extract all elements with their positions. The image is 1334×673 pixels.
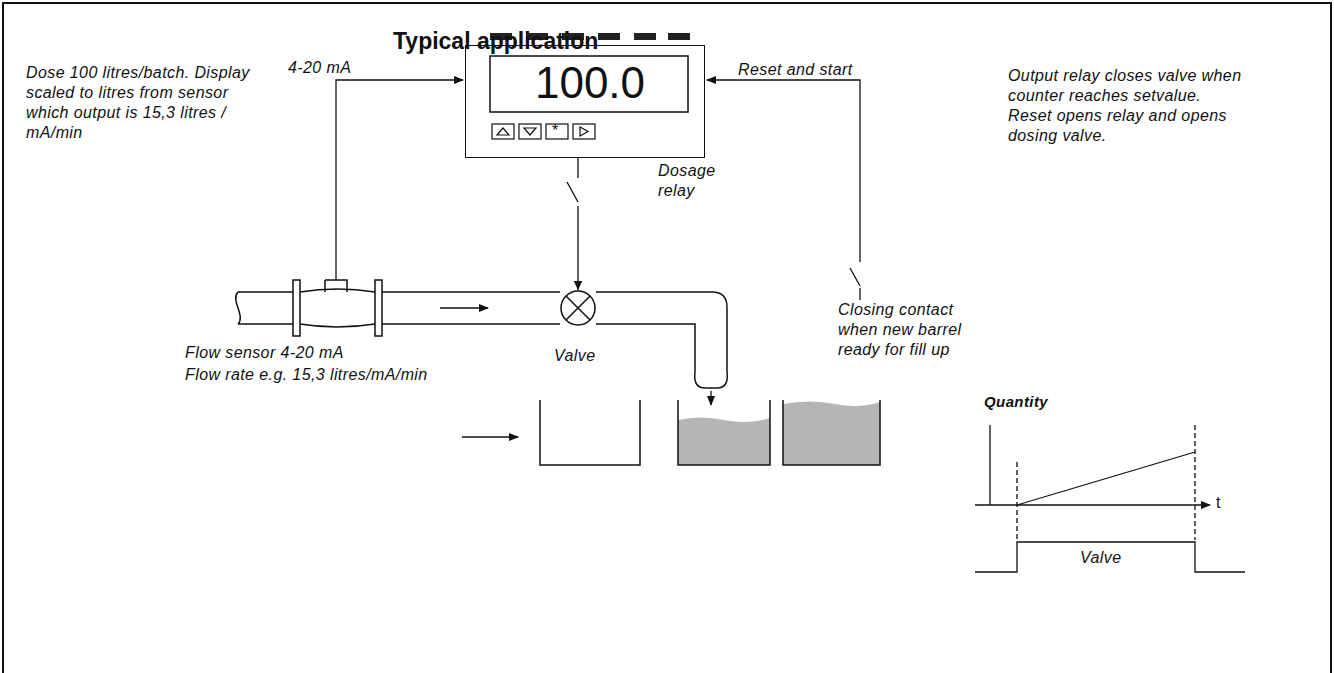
valve-label: Valve bbox=[554, 346, 595, 366]
display-reading: 100.0 bbox=[491, 57, 689, 109]
note-text: Dose 100 litres/batch. Display scaled to… bbox=[26, 63, 271, 143]
button-symbol: * bbox=[552, 121, 558, 141]
signal-name: 4-20 mA bbox=[288, 58, 351, 78]
conveyor-arrow bbox=[462, 436, 518, 437]
diagram-title: Typical application bbox=[393, 27, 598, 55]
reset-contact bbox=[850, 268, 860, 300]
valve-symbol: Valve bbox=[560, 290, 596, 326]
contact-note: Closing contact when new barrel ready fo… bbox=[838, 300, 978, 360]
reset-wire bbox=[707, 80, 860, 262]
buttons bbox=[492, 124, 595, 139]
timing-chart bbox=[975, 425, 1245, 572]
valve-outline bbox=[560, 290, 596, 326]
input-name: Reset and start bbox=[738, 60, 853, 80]
frame bbox=[3, 3, 1331, 673]
sensor-note: Flow rate e.g. 15,3 litres/mA/min bbox=[185, 365, 428, 385]
relay-label: Dosage relay bbox=[658, 161, 728, 201]
relay-connector bbox=[567, 158, 582, 290]
barrel-outline bbox=[678, 400, 770, 465]
display-window bbox=[490, 56, 688, 112]
barrel-full bbox=[783, 402, 880, 466]
sensor-note: Flow sensor 4-20 mA bbox=[185, 343, 344, 363]
flow-arrow bbox=[440, 307, 488, 308]
barrel-empty bbox=[540, 400, 640, 465]
note-text: Output relay closes valve when counter r… bbox=[1008, 66, 1243, 146]
drip-arrow bbox=[710, 391, 711, 405]
barrel-filling bbox=[678, 418, 770, 466]
indicator-device: 100.0 bbox=[465, 45, 705, 158]
axis-label: t bbox=[1216, 493, 1220, 513]
signal-wire bbox=[336, 80, 463, 280]
signal-name: Valve bbox=[1080, 548, 1121, 568]
axis-label: Quantity bbox=[984, 392, 1048, 412]
barrel-outline bbox=[783, 400, 880, 465]
